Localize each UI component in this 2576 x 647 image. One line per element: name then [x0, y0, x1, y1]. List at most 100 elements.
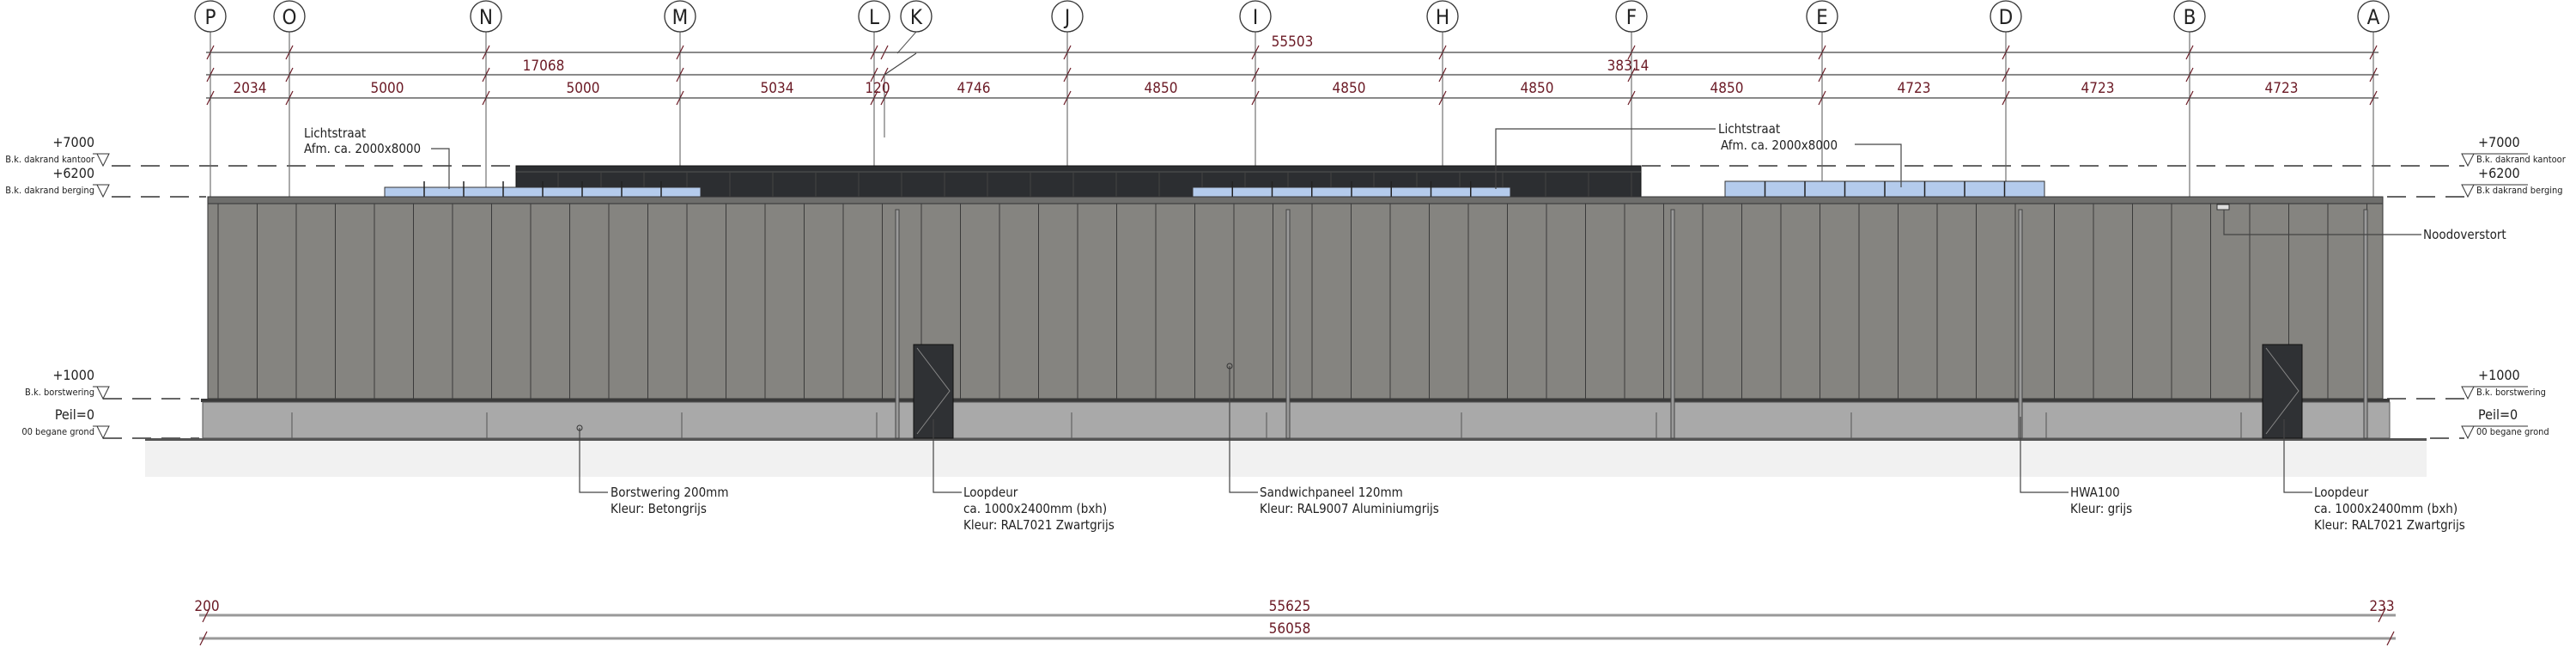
lichtstraat-left-title: Lichtstraat: [304, 125, 366, 141]
axis-leader-k: [896, 31, 917, 54]
dim-part-right: 38314: [1607, 58, 1649, 75]
dim-bottom-left: 200: [194, 598, 219, 615]
axis-label-b: B: [2184, 5, 2196, 29]
level-name-right: 00 begane grond: [2476, 426, 2549, 437]
noodoverstort-label: Noodoverstort: [2423, 227, 2506, 242]
axis-label-m: M: [672, 5, 689, 29]
level-marker-icon: [96, 153, 110, 168]
level-marker-icon: [2461, 184, 2475, 198]
level-name-left: B.k. dakrand berging: [5, 185, 94, 196]
dim-part-left: 17068: [523, 58, 565, 75]
axis-bubble-h: [1426, 0, 1459, 33]
dim-bottom-right: 233: [2369, 598, 2394, 615]
dim-overall: 55503: [1272, 34, 1314, 51]
dim-bay: 4850: [1710, 80, 1744, 97]
level-value-right: +6200: [2478, 165, 2520, 181]
door-right: [2262, 344, 2303, 439]
dim-bottom-overall: 56058: [1269, 620, 1311, 638]
sandwichpaneel-color: Kleur: RAL9007 Aluminiumgrijs: [1260, 501, 1439, 516]
emergency-overflow-icon: [2216, 204, 2230, 211]
dim-bay: 4723: [2081, 80, 2115, 97]
level-value-left: +1000: [52, 367, 94, 383]
building-elevation: [145, 165, 2427, 477]
axis-bubble-m: [664, 0, 696, 33]
level-marker-icon: [2461, 153, 2475, 168]
level-lines: [103, 165, 2464, 439]
loopdeur-right-size: ca. 1000x2400mm (bxh): [2314, 501, 2458, 516]
downpipe-hwa: [1670, 209, 1675, 439]
axis-bubble-i: [1239, 0, 1272, 33]
dim-bay: 4850: [1145, 80, 1178, 97]
axis-bubble-k: [900, 0, 933, 33]
axis-bubble-p: [194, 0, 227, 33]
level-marker-icon: [2461, 425, 2475, 440]
ground-hatch: [145, 441, 2427, 477]
downpipe-hwa: [1285, 209, 1291, 439]
axis-label-a: A: [2367, 5, 2380, 29]
loopdeur-left-color: Kleur: RAL7021 Zwartgrijs: [963, 517, 1115, 533]
axis-label-l: L: [869, 5, 879, 29]
axis-bubble-d: [1990, 0, 2022, 33]
annotations: Lichtstraat Afm. ca. 2000x8000 Lichtstra…: [304, 121, 2506, 533]
level-value-left: Peil=0: [55, 406, 94, 423]
hwa-label: HWA100: [2070, 485, 2120, 500]
level-name-left: 00 begane grond: [21, 426, 94, 437]
bottom-dimensions: 200 55625 233 56058: [194, 598, 2396, 646]
level-name-left: B.k. borstwering: [25, 387, 94, 398]
downpipe-hwa: [2363, 209, 2368, 439]
hwa-color: Kleur: grijs: [2070, 501, 2132, 516]
axis-bubble-n: [470, 0, 502, 33]
dim-bay: 4723: [1898, 80, 1931, 97]
roof-edge: [207, 196, 2384, 204]
dim-bay: 4723: [2265, 80, 2299, 97]
axis-label-h: H: [1436, 5, 1449, 29]
borstwering-label: Borstwering 200mm: [611, 485, 728, 500]
lichtstraat-left-size: Afm. ca. 2000x8000: [304, 141, 421, 156]
axis-label-k: K: [910, 5, 923, 29]
dim-bay: 120: [865, 80, 890, 97]
level-name-left: B.k. dakrand kantoor: [5, 154, 95, 165]
level-name-right: B.k dakrand berging: [2476, 185, 2563, 196]
dim-bay: 4850: [1333, 80, 1366, 97]
level-value-left: +7000: [52, 134, 94, 150]
dim-bay: 5000: [567, 80, 600, 97]
level-marker-icon: [96, 425, 110, 440]
axis-label-d: D: [1999, 5, 2014, 29]
downpipe-hwa: [895, 209, 900, 439]
sandwichpaneel-label: Sandwichpaneel 120mm: [1260, 485, 1403, 500]
axis-label-f: F: [1626, 5, 1637, 29]
dim-bay: 4850: [1521, 80, 1554, 97]
lichtstraat-right-title: Lichtstraat: [1718, 121, 1780, 137]
dim-bay: 5000: [371, 80, 404, 97]
loopdeur-right-color: Kleur: RAL7021 Zwartgrijs: [2314, 517, 2465, 533]
level-value-right: +7000: [2478, 134, 2520, 150]
level-marker-icon: [96, 184, 110, 198]
level-value-right: Peil=0: [2478, 406, 2518, 423]
dim-leader-k: [884, 52, 917, 76]
level-value-right: +1000: [2478, 367, 2520, 383]
level-name-right: B.k. borstwering: [2476, 387, 2546, 398]
level-marker-icon: [2461, 386, 2475, 400]
ground-line: [145, 438, 2427, 441]
axis-label-p: P: [204, 5, 216, 29]
axis-label-n: N: [479, 5, 493, 29]
level-name-right: B.k. dakrand kantoor: [2476, 154, 2567, 165]
dim-bottom-inner: 55625: [1269, 598, 1311, 615]
level-value-left: +6200: [52, 165, 94, 181]
sandwich-panel-wall: [207, 203, 2384, 400]
axis-bubble-f: [1615, 0, 1648, 33]
dim-bay: 4746: [957, 80, 991, 97]
axis-bubble-a: [2357, 0, 2390, 33]
axis-label-i: I: [1253, 5, 1258, 29]
dim-bay: 2034: [234, 80, 267, 97]
lichtstraat-right-size: Afm. ca. 2000x8000: [1721, 137, 1838, 153]
axis-label-e: E: [1816, 5, 1828, 29]
loopdeur-right-label: Loopdeur: [2314, 485, 2369, 500]
borstwering-color: Kleur: Betongrijs: [611, 501, 707, 516]
loopdeur-left-label: Loopdeur: [963, 485, 1018, 500]
axis-label-j: J: [1063, 5, 1070, 29]
plinth-borstwering: [202, 401, 2391, 439]
